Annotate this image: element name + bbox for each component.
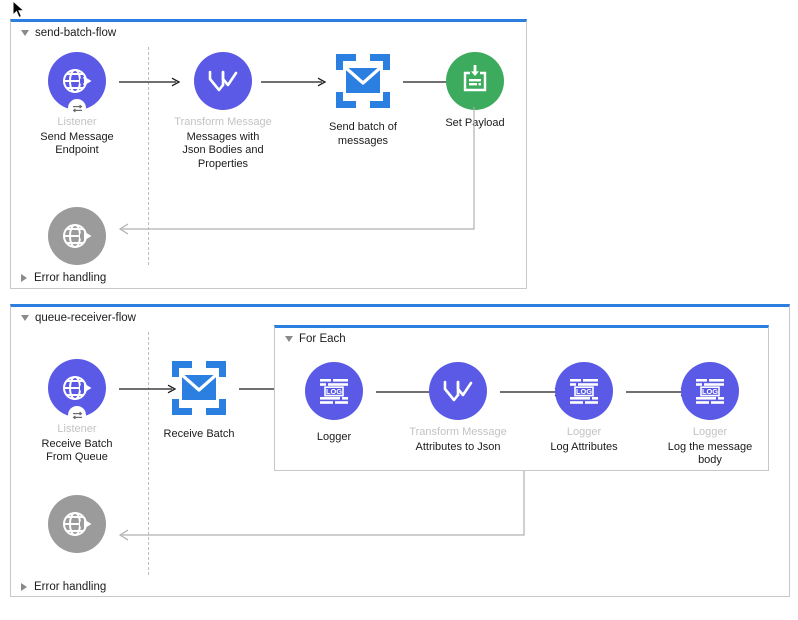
component-name-label: Logger	[316, 431, 352, 443]
component-name-label: Log the message body	[667, 440, 753, 467]
component-type-label: Listener	[57, 116, 97, 128]
component-name-label: Set Payload	[445, 117, 505, 129]
error-handling-toggle-flow-1[interactable]: Error handling	[21, 272, 106, 284]
node-logger[interactable]: LOG Logger	[274, 362, 394, 445]
component-icon-badge[interactable]	[170, 359, 228, 417]
component-name-label: Receive Batch	[163, 428, 235, 440]
flow-header-send-batch-flow[interactable]: send-batch-flow	[21, 27, 116, 39]
http-listener-globe-icon	[60, 507, 94, 541]
dataweave-transform-icon	[441, 376, 475, 406]
component-icon-badge[interactable]	[48, 52, 106, 117]
connector-arrow	[119, 77, 181, 87]
node-transform-message-attributes-to-json[interactable]: Transform Message Attributes to Json	[398, 362, 518, 454]
mouse-pointer-icon	[12, 0, 26, 20]
component-type-label: Listener	[57, 423, 97, 435]
component-icon-badge[interactable]	[48, 495, 106, 553]
scope-name: For Each	[299, 333, 346, 345]
component-icon-badge[interactable]: LOG	[305, 362, 363, 420]
scope-header-for-each[interactable]: For Each	[285, 333, 346, 345]
component-icon-badge[interactable]: LOG	[555, 362, 613, 420]
svg-text:LOG: LOG	[326, 387, 342, 396]
exchange-arrows-icon	[68, 406, 86, 424]
flow-header-queue-receiver-flow[interactable]: queue-receiver-flow	[21, 312, 136, 324]
node-set-payload[interactable]: Set Payload	[415, 52, 535, 131]
flow-container-queue-receiver-flow[interactable]: queue-receiver-flow	[10, 304, 790, 597]
component-name-label: Send batch of messages	[329, 121, 397, 147]
component-name-label: Receive Batch From Queue	[41, 437, 113, 464]
component-type-label: Transform Message	[409, 426, 507, 438]
source-separator	[148, 47, 149, 265]
component-icon-badge[interactable]	[334, 52, 392, 110]
http-listener-globe-icon	[60, 371, 94, 405]
source-separator	[148, 332, 149, 575]
component-icon-badge[interactable]	[48, 207, 106, 265]
http-listener-globe-icon	[60, 64, 94, 98]
scope-container-for-each[interactable]: For Each	[274, 325, 769, 471]
logger-icon: LOG	[567, 376, 601, 406]
triangle-down-icon[interactable]	[285, 336, 293, 342]
triangle-down-icon[interactable]	[21, 30, 29, 36]
node-send-batch-of-messages[interactable]: Send batch of messages	[303, 52, 423, 148]
component-name-label: Log Attributes	[550, 440, 618, 453]
component-icon-badge[interactable]	[429, 362, 487, 420]
set-payload-clipboard-icon	[458, 64, 492, 98]
exchange-arrows-icon	[68, 99, 86, 117]
error-handling-label: Error handling	[34, 581, 107, 593]
component-icon-badge[interactable]	[194, 52, 252, 110]
component-type-label: Transform Message	[174, 116, 272, 128]
component-name-label: Messages with Json Bodies and Properties	[182, 130, 264, 170]
component-icon-badge[interactable]: LOG	[681, 362, 739, 420]
triangle-right-icon[interactable]	[21, 583, 27, 591]
node-receive-batch[interactable]: Receive Batch	[139, 359, 259, 442]
logger-icon: LOG	[693, 376, 727, 406]
node-error-handling-source[interactable]	[17, 495, 137, 553]
triangle-down-icon[interactable]	[21, 315, 29, 321]
component-name-label: Send Message Endpoint	[40, 130, 114, 157]
node-transform-message-json-bodies[interactable]: Transform Message Messages with Json Bod…	[163, 52, 283, 171]
connector-arrow	[119, 384, 177, 394]
component-type-label: Logger	[566, 426, 602, 438]
return-connector	[114, 471, 534, 543]
error-handling-toggle-flow-2[interactable]: Error handling	[21, 581, 106, 593]
logger-icon: LOG	[317, 376, 351, 406]
jms-publish-envelope-icon	[334, 52, 392, 110]
dataweave-transform-icon	[206, 66, 240, 96]
flow-container-send-batch-flow[interactable]: send-batch-flow	[10, 19, 527, 289]
flow-name: send-batch-flow	[35, 27, 117, 39]
node-error-handling-source[interactable]	[17, 207, 137, 265]
flow-name: queue-receiver-flow	[35, 312, 136, 324]
svg-text:LOG: LOG	[576, 387, 592, 396]
component-type-label: Logger	[692, 426, 728, 438]
connector-arrow	[261, 77, 327, 87]
return-connector	[114, 107, 484, 237]
http-listener-globe-icon	[60, 219, 94, 253]
triangle-right-icon[interactable]	[21, 274, 27, 282]
node-logger-log-the-message-body[interactable]: LOG Logger Log the message body	[650, 362, 770, 468]
node-listener-send-message-endpoint[interactable]: Listener Send Message Endpoint	[17, 52, 137, 158]
svg-text:LOG: LOG	[702, 387, 718, 396]
component-icon-badge[interactable]	[446, 52, 504, 110]
node-logger-log-attributes[interactable]: LOG Logger Log Attributes	[524, 362, 644, 454]
node-listener-receive-batch-from-queue[interactable]: Listener Receive Batch From Queue	[17, 359, 137, 465]
error-handling-label: Error handling	[34, 272, 107, 284]
component-name-label: Attributes to Json	[415, 440, 501, 453]
component-icon-badge[interactable]	[48, 359, 106, 424]
jms-consume-envelope-icon	[170, 359, 228, 417]
